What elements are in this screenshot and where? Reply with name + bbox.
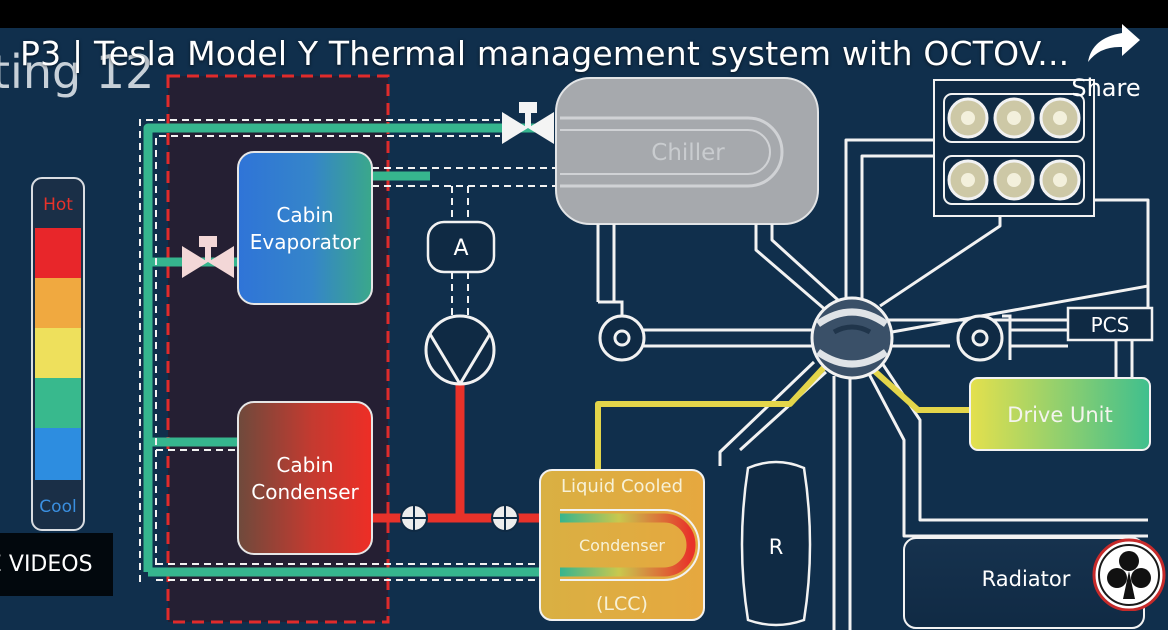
reservoir: R [740,460,812,627]
share-label: Share [1071,74,1141,102]
lcc-line2: Condenser [579,536,665,555]
cabin-condenser-line1: Cabin [276,453,333,477]
share-button[interactable]: Share [1060,18,1152,110]
legend-cool-label: Cool [39,497,76,517]
drive-unit-label: Drive Unit [1007,403,1112,427]
cabin-evaporator-line2: Evaporator [250,230,361,254]
coolant-warm-lines [595,347,972,470]
video-title[interactable]: P3 | Tesla Model Y Thermal management sy… [20,34,1070,73]
expansion-valve-icon [502,102,554,144]
chiller-label: Chiller [651,140,725,166]
pump-icon [598,300,646,362]
coolant-lines [596,138,1150,630]
compressor-icon [424,314,496,386]
channel-logo[interactable] [1090,533,1168,612]
more-videos-button[interactable]: E VIDEOS [0,533,113,596]
legend-hot-label: Hot [43,195,73,215]
drive-unit: Drive Unit [969,377,1151,451]
accumulator: A [426,220,496,274]
battery-icon [933,79,1095,217]
chiller: Chiller [555,77,819,225]
pcs-box: PCS [1066,306,1154,342]
reservoir-label: R [769,535,784,559]
share-icon [1088,24,1140,62]
cabin-evaporator-line1: Cabin [276,203,333,227]
radiator-label: Radiator [982,567,1071,591]
pcs-label: PCS [1091,313,1130,337]
temperature-legend: Hot Cool [31,177,85,531]
cabin-evaporator: Cabin Evaporator [237,151,373,305]
cabin-condenser: Cabin Condenser [237,401,373,555]
cabin-condenser-line2: Condenser [251,480,359,504]
refrigerant-liners [139,119,560,582]
octovalve-icon [810,296,894,380]
liquid-cooled-condenser: Liquid Cooled Condenser (LCC) [539,469,705,621]
mode-label: ting 12 [0,45,154,99]
expansion-valve-icon [182,236,234,278]
pressure-sensor-icon [400,504,519,532]
accumulator-label: A [453,236,468,261]
pump-icon [956,314,1012,362]
club-logo-icon [1092,538,1166,612]
lcc-line1: Liquid Cooled [561,476,683,497]
lcc-line3: (LCC) [596,593,648,615]
